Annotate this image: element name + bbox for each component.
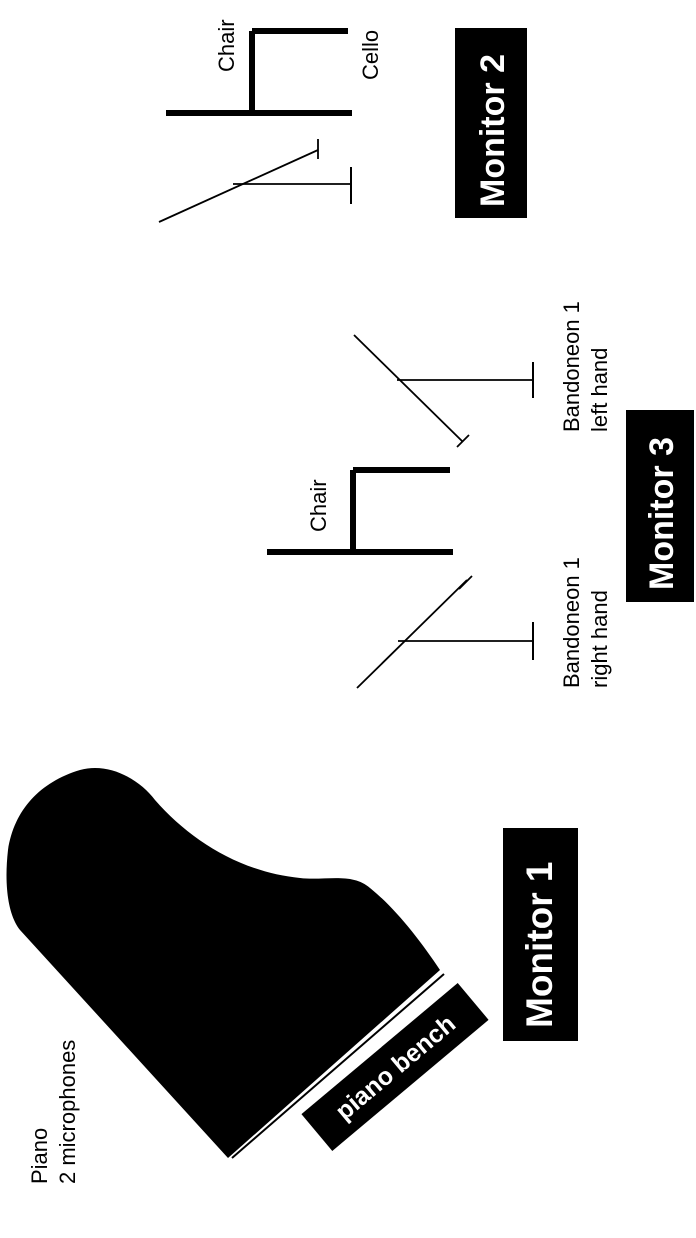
- bandoneon-left-hand-line2: left hand: [587, 348, 612, 432]
- grand-piano: [6, 768, 440, 1158]
- bandoneon-left-hand-label: Bandoneon 1 left hand: [559, 301, 612, 432]
- monitor-1-box: [503, 828, 578, 1041]
- piano-bench-box: [301, 983, 489, 1151]
- monitor-1: Monitor 1: [503, 828, 578, 1041]
- piano-label-line2: 2 microphones: [55, 1040, 80, 1184]
- cello-chair: [166, 28, 352, 116]
- cello-label: Cello: [358, 30, 383, 80]
- bandoneon-right-hand-label: Bandoneon 1 right hand: [559, 557, 612, 688]
- monitor-3-box: [626, 410, 694, 602]
- bandoneon-chair: [267, 467, 453, 555]
- bandoneon-left-hand-line1: Bandoneon 1: [559, 301, 584, 432]
- cello-mic: [158, 139, 352, 223]
- monitor-2: Monitor 2: [455, 28, 527, 218]
- monitor-2-box: [455, 28, 527, 218]
- cello-chair-label: Chair: [214, 19, 239, 72]
- monitor-1-label: Monitor 1: [519, 862, 560, 1028]
- bandoneon-left-hand-mic: [353, 334, 534, 448]
- monitor-3: Monitor 3: [626, 410, 694, 602]
- piano-label-line1: Piano: [27, 1128, 52, 1184]
- piano-keyboard-edge: [231, 973, 445, 1159]
- monitor-3-label: Monitor 3: [643, 437, 681, 590]
- bandoneon-right-hand-line1: Bandoneon 1: [559, 557, 584, 688]
- monitor-2-label: Monitor 2: [474, 54, 512, 207]
- bandoneon-chair-label: Chair: [306, 479, 331, 532]
- piano-label: Piano 2 microphones: [27, 1040, 80, 1184]
- bandoneon-right-hand-mic: [356, 575, 534, 689]
- bandoneon-right-hand-line2: right hand: [587, 590, 612, 688]
